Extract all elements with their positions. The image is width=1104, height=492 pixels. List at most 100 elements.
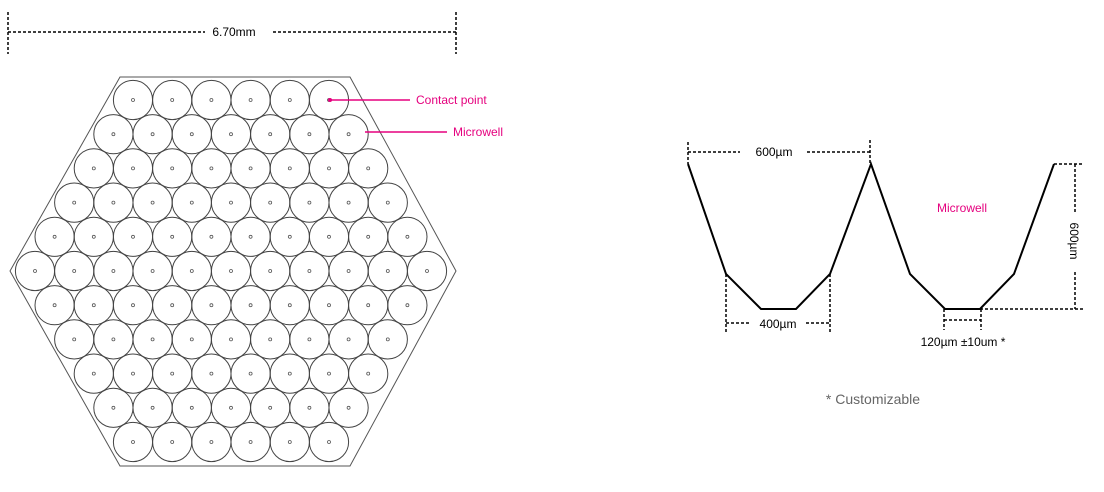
microwell <box>328 387 369 428</box>
hexagon-outline <box>9 76 457 467</box>
microwell <box>152 353 193 394</box>
microwell <box>210 387 252 428</box>
contact-point <box>131 440 135 444</box>
microwell <box>269 79 310 121</box>
microwell <box>230 421 271 463</box>
contact-point <box>287 234 292 239</box>
microwell <box>250 182 291 223</box>
microwell <box>73 285 114 326</box>
contact-point <box>268 269 273 273</box>
microwell <box>328 114 369 155</box>
contact-point <box>405 234 410 239</box>
contact-point <box>111 405 116 410</box>
microwell <box>112 285 154 326</box>
contact-point <box>209 166 214 171</box>
contact-point <box>287 440 292 444</box>
microwell <box>308 353 350 394</box>
microwell <box>308 216 350 257</box>
microwell <box>308 148 350 189</box>
microwell <box>328 182 369 223</box>
contact-point <box>346 405 351 410</box>
contact-point <box>248 440 253 444</box>
microwell <box>289 387 330 428</box>
contact-point <box>170 371 175 376</box>
contact-point <box>72 200 77 205</box>
microwell <box>93 182 134 223</box>
microwell <box>406 250 448 292</box>
contact-point <box>131 98 135 102</box>
contact-point <box>307 200 312 205</box>
microwell <box>152 79 193 121</box>
microwell <box>191 216 232 257</box>
microwell <box>54 250 95 292</box>
contact-point <box>425 269 429 273</box>
microwell <box>112 216 154 257</box>
contact-point <box>131 234 135 239</box>
contact-point <box>346 200 351 205</box>
contact-point <box>131 166 135 171</box>
contact-point <box>91 303 96 308</box>
profile-dimensions <box>687 140 1084 332</box>
contact-point <box>366 303 371 308</box>
contact-point <box>52 234 57 239</box>
contact-point <box>307 405 312 410</box>
microwell <box>171 182 212 223</box>
microwell <box>250 319 291 360</box>
microwell <box>230 353 271 394</box>
contact-point <box>248 371 253 376</box>
pitch-label: 600µm <box>756 145 793 159</box>
contact-point <box>229 405 233 410</box>
microwell <box>328 319 369 360</box>
microwell <box>112 421 154 463</box>
microwell <box>54 182 95 223</box>
top-width-label: 400µm <box>760 317 797 331</box>
microwell <box>289 114 330 155</box>
contact-point <box>287 303 292 308</box>
microwell <box>191 285 232 326</box>
microwell <box>73 216 114 257</box>
contact-point-label: Contact point <box>416 93 487 107</box>
contact-point <box>229 269 233 273</box>
contact-point <box>189 132 194 137</box>
contact-point <box>189 337 194 342</box>
contact-point <box>72 269 77 273</box>
microwell <box>269 285 310 326</box>
microwell <box>250 250 291 292</box>
contact-point <box>170 98 175 102</box>
contact-point <box>170 166 175 171</box>
microwell <box>230 79 271 121</box>
contact-point <box>346 269 351 273</box>
microwell <box>152 216 193 257</box>
contact-point <box>111 132 116 137</box>
profile-microwell-label: Microwell <box>937 201 987 215</box>
contact-point <box>170 234 175 239</box>
contact-point <box>327 371 331 376</box>
contact-point <box>229 200 233 205</box>
contact-point <box>170 440 175 444</box>
contact-point <box>189 405 194 410</box>
contact-point <box>268 337 273 342</box>
contact-point <box>189 200 194 205</box>
contact-point <box>52 303 57 308</box>
contact-point <box>287 371 292 376</box>
contact-point <box>268 405 273 410</box>
microwell <box>132 114 173 155</box>
microwell <box>152 148 193 189</box>
microwell <box>328 250 369 292</box>
contact-point <box>327 234 331 239</box>
microwell <box>54 319 95 360</box>
contact-point <box>209 371 214 376</box>
microwell <box>308 421 350 463</box>
microwell <box>191 353 232 394</box>
width-dimension <box>7 12 457 54</box>
contact-point <box>385 269 390 273</box>
contact-point <box>150 337 155 342</box>
microwell <box>14 250 56 292</box>
contact-point <box>327 303 331 308</box>
microwell <box>250 387 291 428</box>
contact-point <box>189 269 194 273</box>
microwell-label: Microwell <box>453 125 503 139</box>
contact-point <box>209 303 214 308</box>
width-label: 6.70mm <box>212 25 255 39</box>
microwell-profile <box>687 161 1055 310</box>
